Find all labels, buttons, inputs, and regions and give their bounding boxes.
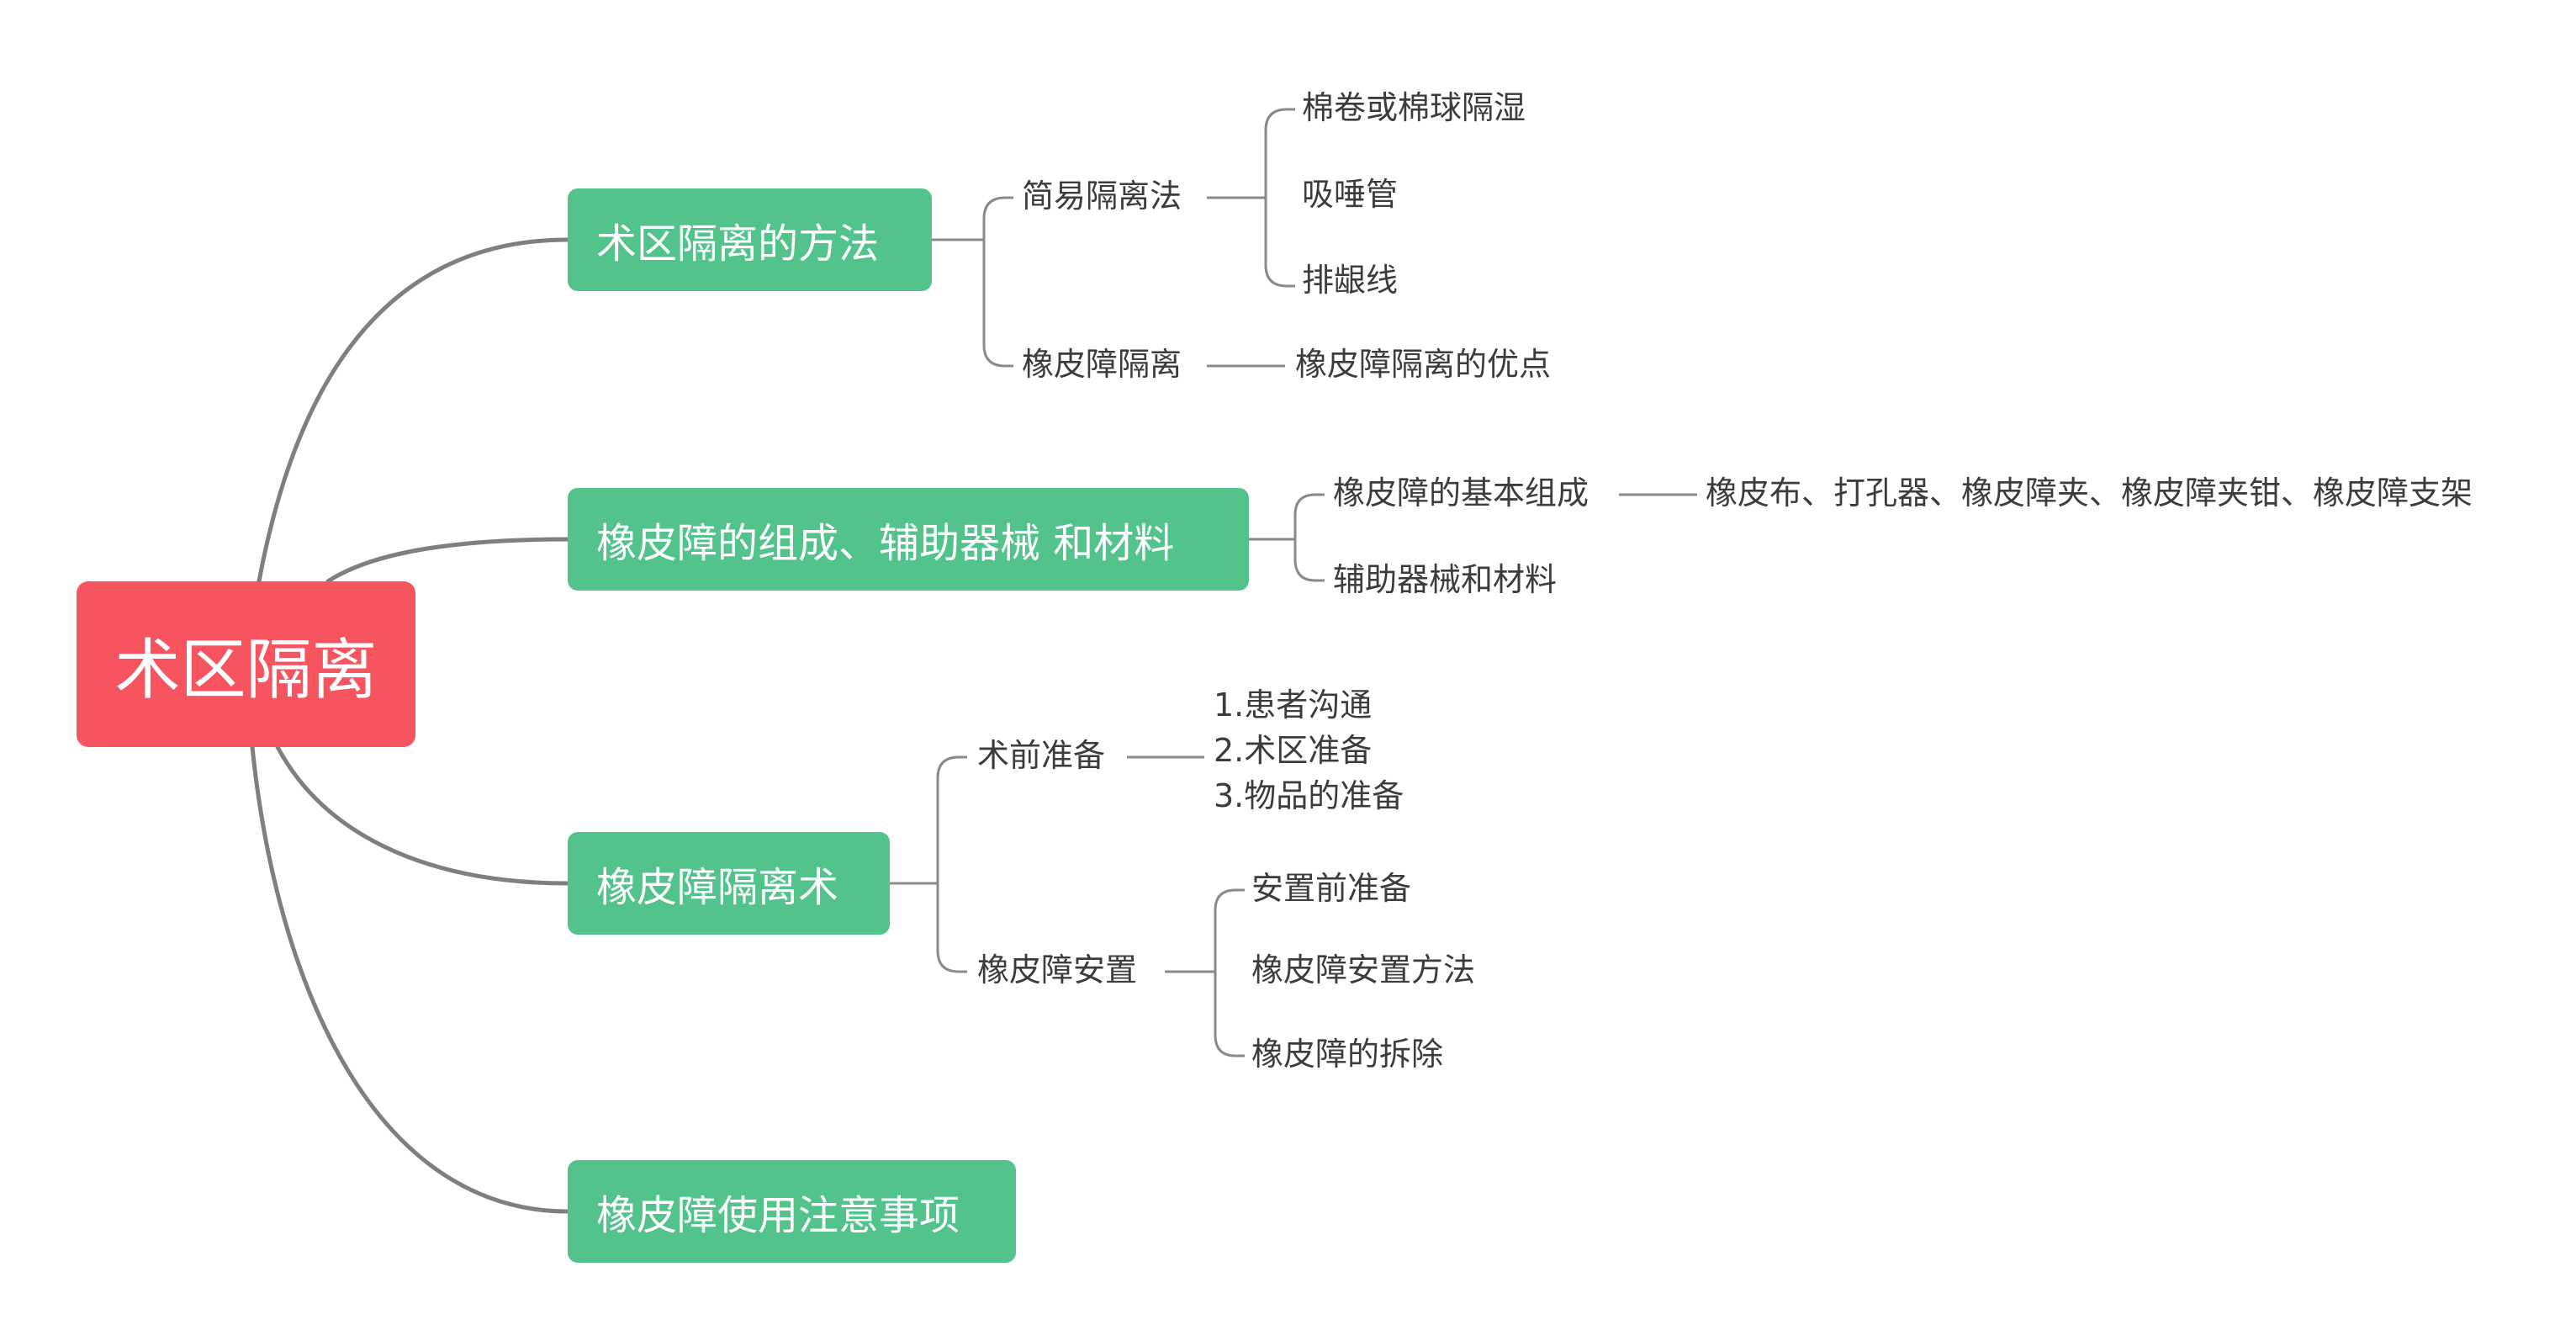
connector-jianyi-children [1207, 108, 1295, 288]
node-preop-list: 1.患者沟通 2.术区准备 3.物品的准备 [1214, 682, 1404, 819]
node-rubber-dam-advantages[interactable]: 橡皮障隔离的优点 [1295, 346, 1552, 383]
node-cotton-roll[interactable]: 棉卷或棉球隔湿 [1302, 89, 1526, 126]
connector-branch-1-children [932, 196, 1013, 368]
node-auxiliary-instruments[interactable]: 辅助器械和材料 [1333, 561, 1558, 598]
node-pre-placement-prep[interactable]: 安置前准备 [1251, 870, 1412, 907]
root-node[interactable]: 术区隔离 [77, 581, 415, 747]
connector-root-branch-3 [275, 745, 570, 886]
connector-root-branch-4 [250, 745, 570, 1214]
branch-rubber-dam-technique[interactable]: 橡皮障隔离术 [568, 832, 890, 935]
list-item-patient-communication[interactable]: 1.患者沟通 [1214, 686, 1373, 723]
connector-branch-2-children [1249, 493, 1325, 582]
node-rubber-dam-isolation[interactable]: 橡皮障隔离 [1022, 346, 1182, 383]
node-placement-method[interactable]: 橡皮障安置方法 [1251, 951, 1476, 988]
connector-anzhi-children [1165, 888, 1245, 1057]
node-rubber-dam-placement[interactable]: 橡皮障安置 [977, 951, 1138, 988]
node-basic-components[interactable]: 橡皮障的基本组成 [1333, 474, 1590, 511]
list-item-field-prep[interactable]: 2.术区准备 [1214, 732, 1373, 769]
node-saliva-ejector[interactable]: 吸唾管 [1302, 176, 1399, 213]
node-rubber-dam-removal[interactable]: 橡皮障的拆除 [1251, 1036, 1444, 1073]
list-item-material-prep[interactable]: 3.物品的准备 [1214, 777, 1404, 814]
connector-root-branch-2 [325, 537, 570, 584]
branch-rubber-dam-precautions[interactable]: 橡皮障使用注意事项 [568, 1160, 1016, 1263]
node-preoperative-prep[interactable]: 术前准备 [977, 737, 1106, 774]
node-simple-isolation[interactable]: 简易隔离法 [1022, 178, 1182, 215]
node-retraction-cord[interactable]: 排龈线 [1302, 262, 1399, 299]
connector-branch-3-children [890, 755, 967, 973]
connector-root-branch-1 [257, 237, 570, 584]
branch-rubber-dam-components[interactable]: 橡皮障的组成、辅助器械 和材料 [568, 488, 1249, 591]
branch-surgical-isolation-methods[interactable]: 术区隔离的方法 [568, 188, 932, 291]
node-component-list[interactable]: 橡皮布、打孔器、橡皮障夹、橡皮障夹钳、橡皮障支架 [1706, 474, 2473, 511]
